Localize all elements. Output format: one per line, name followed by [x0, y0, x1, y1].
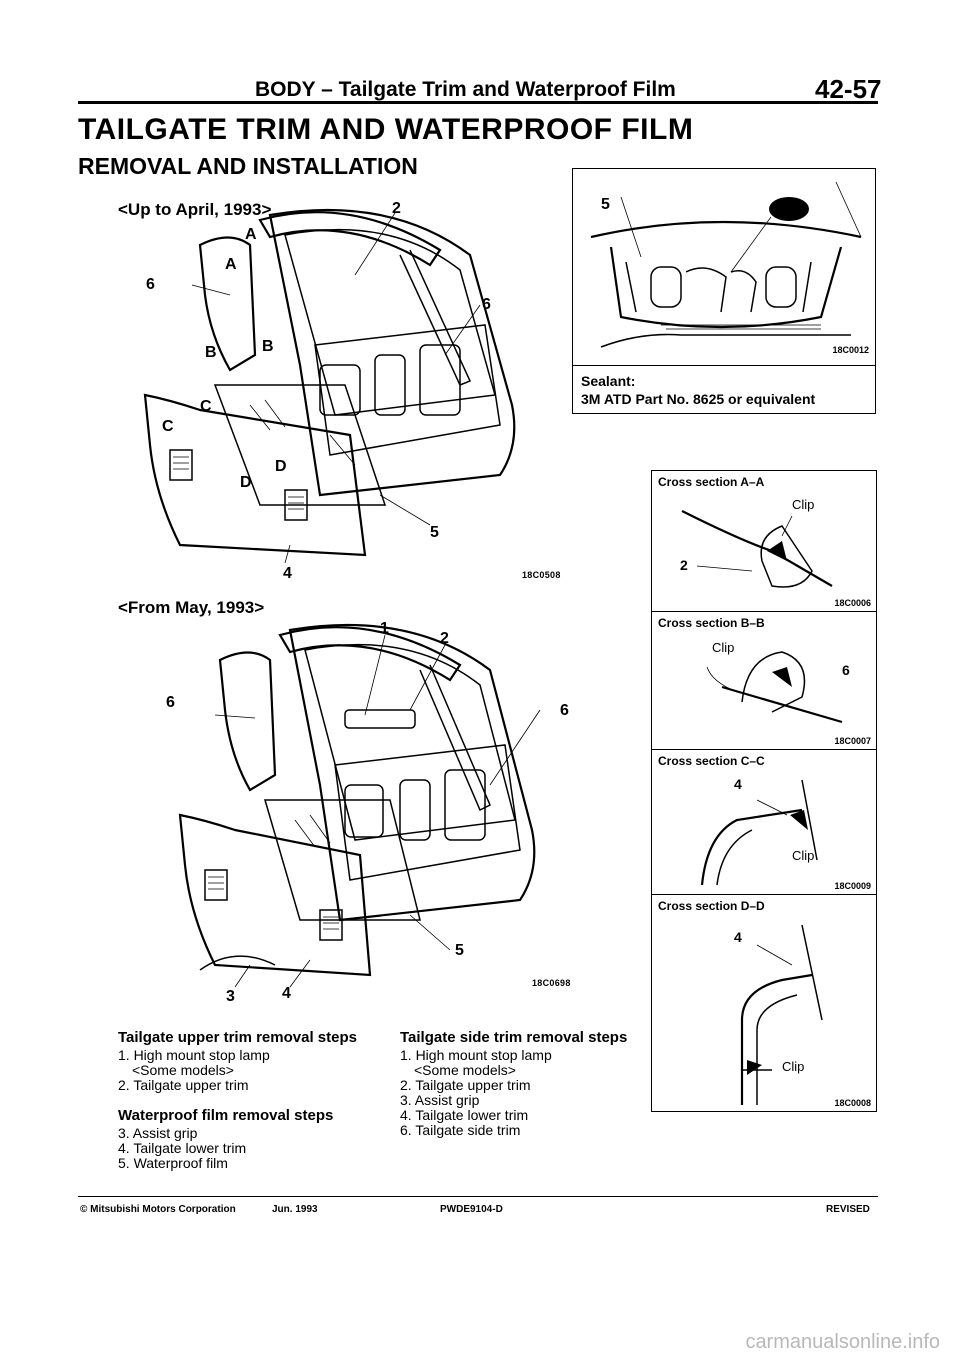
header-rule	[78, 101, 878, 104]
sealant-diagram	[590, 181, 862, 348]
step-item: 6. Tailgate side trim	[400, 1122, 521, 1138]
watermark: carmanualsonline.info	[745, 1331, 940, 1353]
footer-date: Jun. 1993	[272, 1204, 318, 1215]
clip-label-b: Clip	[712, 640, 735, 655]
cross-section-b-diagram	[706, 651, 843, 724]
step-item: 3. Assist grip	[118, 1125, 198, 1141]
figure-code-c: 18C0009	[834, 881, 871, 891]
cross-section-c-c: Cross section C–C 4 Clip 18C0009	[651, 749, 877, 895]
upper-trim-steps-heading: Tailgate upper trim removal steps	[118, 1029, 357, 1046]
variant-label-lower: <From May, 1993>	[118, 598, 265, 617]
page-title: TAILGATE TRIM AND WATERPROOF FILM	[78, 113, 694, 146]
clip-label-a: Clip	[792, 497, 815, 512]
sealant-label: Sealant:	[581, 373, 636, 389]
cross-section-d-d: Cross section D–D 4 Clip 18C0008	[651, 894, 877, 1112]
section-mark-a-2: A	[225, 256, 237, 273]
footer-doc-code: PWDE9104-D	[440, 1204, 503, 1215]
clip-label-c: Clip	[792, 848, 815, 863]
figure-code-upper: 18C0508	[522, 570, 561, 580]
exploded-diagram-lower	[178, 623, 541, 988]
callout-6-right-lower: 6	[560, 702, 569, 719]
callout-1: 1	[380, 620, 389, 637]
part-number-d: 4	[734, 929, 742, 945]
section-mark-b-2: B	[262, 338, 274, 355]
callout-5: 5	[430, 524, 439, 541]
sealant-divider	[573, 365, 875, 366]
step-item: 3. Assist grip	[400, 1092, 480, 1108]
callout-2-lower: 2	[440, 630, 449, 647]
step-note: <Some models>	[414, 1062, 516, 1078]
footer-rule	[78, 1196, 878, 1197]
step-item: 5. Waterproof film	[118, 1155, 228, 1171]
figure-code-a: 18C0006	[834, 598, 871, 608]
step-item: 1. High mount stop lamp	[118, 1047, 270, 1063]
callout-6-left: 6	[146, 276, 155, 293]
step-note: <Some models>	[132, 1062, 234, 1078]
page-number: 42-57	[815, 74, 882, 104]
side-trim-steps-heading: Tailgate side trim removal steps	[400, 1029, 628, 1046]
exploded-diagram-upper	[143, 208, 516, 564]
section-subtitle: REMOVAL AND INSTALLATION	[78, 153, 418, 179]
callout-6-right: 6	[482, 296, 491, 313]
callout-5-lower: 5	[455, 942, 464, 959]
cross-section-c-diagram	[700, 779, 818, 886]
part-number-a: 2	[680, 557, 688, 573]
callout-3: 3	[226, 988, 235, 1005]
waterproof-film-steps-heading: Waterproof film removal steps	[118, 1107, 334, 1124]
cross-section-a-diagram	[681, 510, 833, 588]
figure-code-b: 18C0007	[834, 736, 871, 746]
sealant-spec: 3M ATD Part No. 8625 or equivalent	[581, 391, 816, 407]
variant-label-upper: <Up to April, 1993>	[118, 200, 272, 219]
figure-code-d: 18C0008	[834, 1098, 871, 1108]
step-item: 4. Tailgate lower trim	[118, 1140, 247, 1156]
step-item: 1. High mount stop lamp	[400, 1047, 552, 1063]
section-mark-a-1: A	[245, 226, 257, 243]
callout-6-left-lower: 6	[166, 694, 175, 711]
section-mark-c-1: C	[200, 398, 212, 415]
figure-code-lower: 18C0698	[532, 978, 571, 988]
step-item: 4. Tailgate lower trim	[400, 1107, 529, 1123]
sealant-figure-code: 18C0012	[832, 345, 869, 355]
cross-section-c-title: Cross section C–C	[658, 754, 765, 768]
side-trim-steps: Tailgate side trim removal steps 1. High…	[400, 1030, 650, 1138]
cross-section-b-b: Cross section B–B Clip 6 18C0007	[651, 611, 877, 750]
footer-copyright: © Mitsubishi Motors Corporation	[80, 1204, 236, 1215]
sealant-panel: 5 18C0012 Sealant: 3M ATD Part No. 8625 …	[572, 168, 876, 414]
cross-section-d-diagram	[740, 924, 823, 1105]
section-mark-b-1: B	[205, 344, 217, 361]
callout-4-lower: 4	[282, 985, 291, 1002]
step-item: 2. Tailgate upper trim	[118, 1077, 249, 1093]
sealant-callout-5: 5	[601, 196, 610, 213]
footer-status: REVISED	[826, 1204, 870, 1215]
section-mark-d-1: D	[275, 458, 287, 475]
part-number-c: 4	[734, 776, 742, 792]
section-mark-d-2: D	[240, 474, 252, 491]
cross-section-a-title: Cross section A–A	[658, 475, 765, 489]
part-number-b: 6	[842, 662, 850, 678]
callout-2: 2	[392, 200, 401, 217]
upper-trim-steps: Tailgate upper trim removal steps 1. Hig…	[118, 1030, 398, 1093]
waterproof-film-steps: Waterproof film removal steps 3. Assist …	[118, 1108, 398, 1171]
cross-section-d-title: Cross section D–D	[658, 899, 765, 913]
section-mark-c-2: C	[162, 418, 174, 435]
clip-label-d: Clip	[782, 1059, 805, 1074]
callout-4: 4	[283, 565, 292, 582]
header-title: BODY – Tailgate Trim and Waterproof Film	[255, 78, 676, 101]
cross-section-b-title: Cross section B–B	[658, 616, 765, 630]
step-item: 2. Tailgate upper trim	[400, 1077, 531, 1093]
cross-section-a-a: Cross section A–A Clip 2 18C0006	[651, 470, 877, 612]
